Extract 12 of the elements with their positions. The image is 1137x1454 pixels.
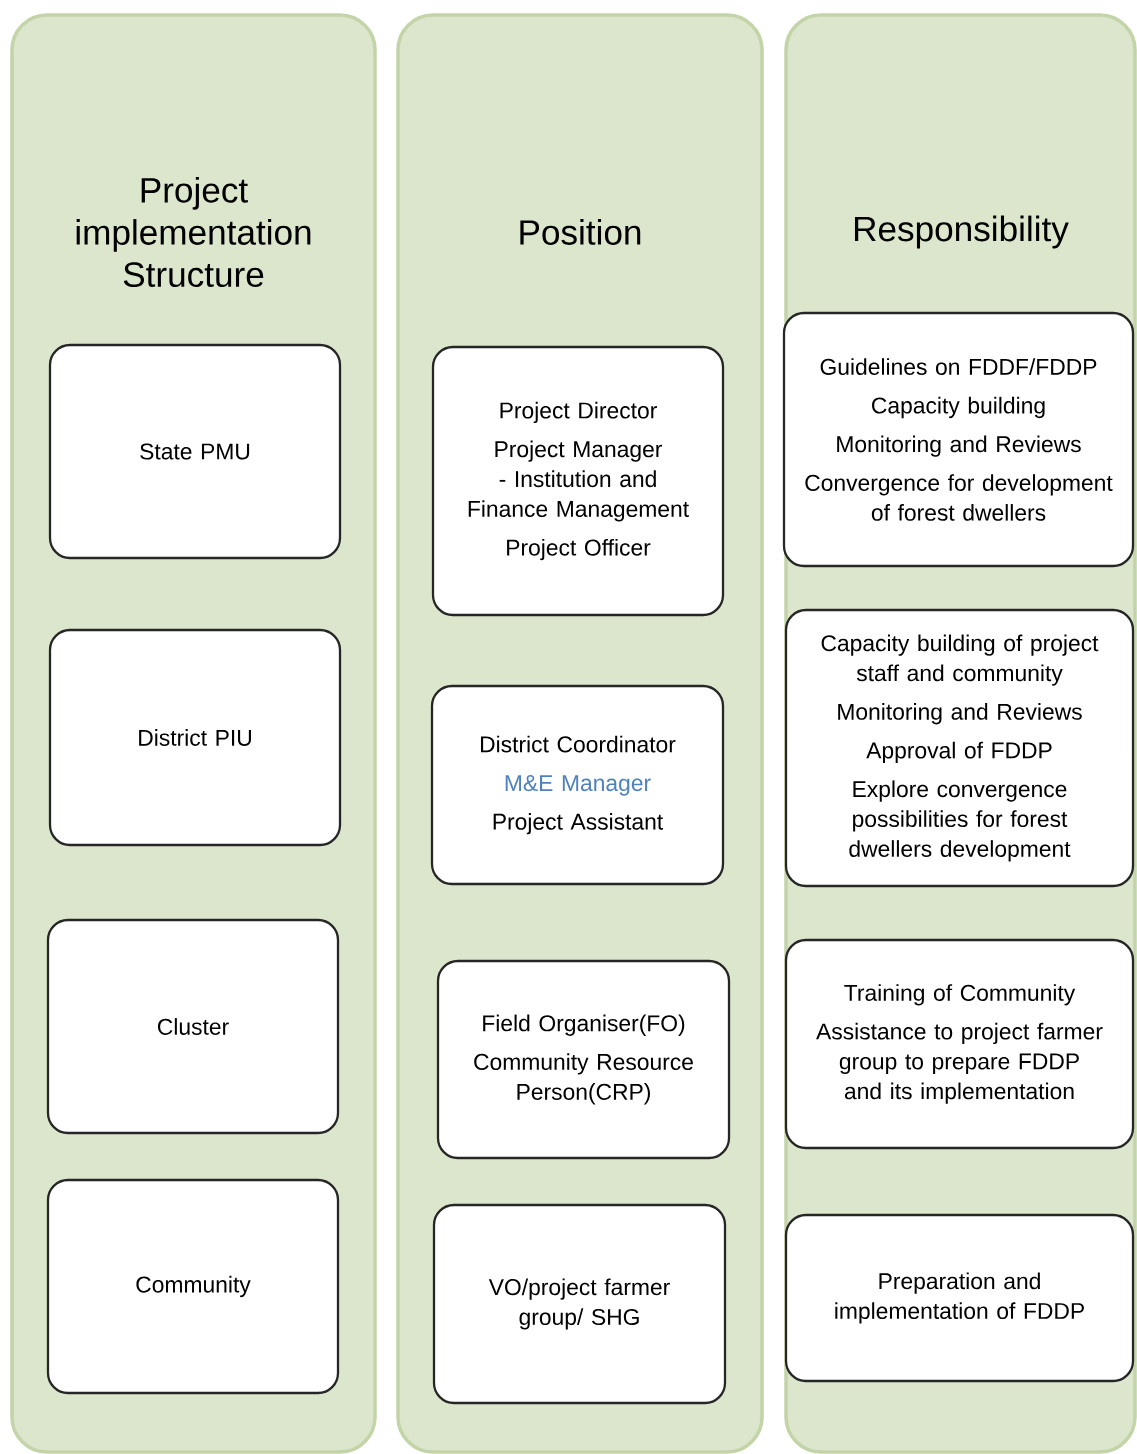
text-box: District Coordinator M&E Manager Project Assistant xyxy=(430,684,725,886)
text-box: Project Director Project Manager - Institution and Finance Management Project Officer xyxy=(431,345,725,617)
text-box: Capacity building of project staff and community Monitoring and Reviews Approval of FDDP Explore convergence possibilities for forest dwellers development xyxy=(784,608,1135,888)
text-box: Cluster xyxy=(46,918,340,1135)
text-box: Training of Community Assistance to project farmer group to prepare FDDP and its implementation xyxy=(784,938,1135,1150)
text-box: State PMU xyxy=(48,343,342,560)
text-box: Field Organiser(FO) Community Resource Person(CRP) xyxy=(436,959,731,1160)
text-box: Preparation and implementation of FDDP xyxy=(784,1213,1135,1383)
text-box: Community xyxy=(46,1178,340,1395)
text-box: Guidelines on FDDF/FDDP Capacity building Monitoring and Reviews Convergence for development of forest dwellers xyxy=(782,311,1135,568)
text-box: VO/project farmer group/ SHG xyxy=(432,1203,727,1405)
text-box: District PIU xyxy=(48,628,342,847)
